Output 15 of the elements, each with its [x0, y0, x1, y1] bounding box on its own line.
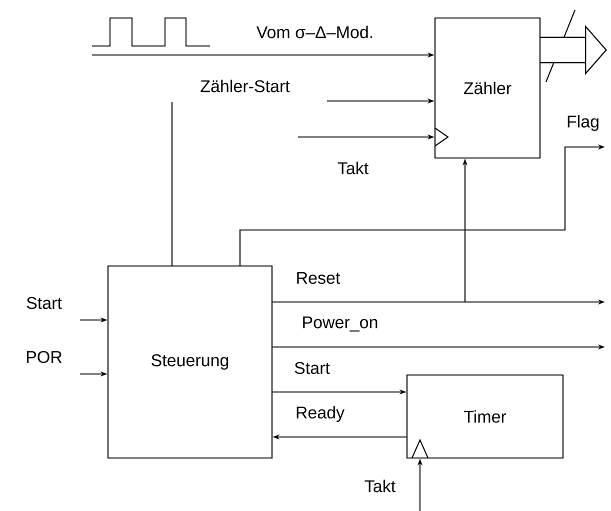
line: [171, 102, 173, 266]
edge-label: Ready: [294, 405, 346, 423]
edge-label: Flag: [565, 114, 601, 132]
edge-label: Takt: [336, 160, 370, 176]
edge-label: Power_on: [300, 315, 380, 333]
edge-label: Start: [293, 360, 331, 375]
edge-label: Vom σ–Δ–Mod.: [255, 24, 375, 40]
edge-label: POR: [24, 350, 64, 364]
edge-label: Start: [25, 296, 63, 310]
block-box: Timer: [406, 374, 564, 459]
edge-label: Takt: [363, 478, 397, 494]
block-box: Zähler: [434, 17, 541, 159]
edge-label: Zähler-Start: [199, 78, 291, 94]
edge-label: Reset: [294, 271, 342, 285]
block-box: Steuerung: [107, 265, 273, 459]
